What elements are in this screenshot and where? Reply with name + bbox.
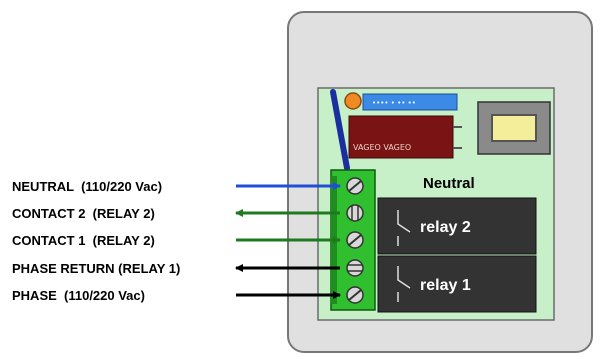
relay-1-label: relay 1 bbox=[420, 277, 471, 294]
label-contact-1: CONTACT 1 (RELAY 2) bbox=[12, 233, 155, 248]
label-contact-2: CONTACT 2 (RELAY 2) bbox=[12, 206, 155, 221]
terminal-screw-3 bbox=[346, 231, 364, 249]
relay-2-switch-icon bbox=[397, 210, 411, 246]
capacitor-text: VAGEO VAGEO bbox=[353, 143, 411, 152]
label-phase-return: PHASE RETURN (RELAY 1) bbox=[12, 261, 180, 276]
terminal-screw-1 bbox=[346, 177, 364, 195]
label-phase: PHASE (110/220 Vac) bbox=[12, 288, 145, 303]
blue-component-text: •••• • •• •• bbox=[372, 99, 416, 107]
potentiometer-icon bbox=[344, 92, 362, 110]
transformer-core bbox=[491, 114, 537, 142]
relay-1-switch-icon bbox=[397, 266, 411, 302]
label-neutral: NEUTRAL (110/220 Vac) bbox=[12, 179, 162, 194]
terminal-screw-5 bbox=[346, 286, 364, 304]
terminal-screw-2 bbox=[346, 204, 364, 222]
relay-2 bbox=[377, 197, 537, 255]
relay-2-label: relay 2 bbox=[420, 219, 471, 236]
antenna-wire bbox=[330, 89, 350, 171]
neutral-board-label: Neutral bbox=[423, 175, 475, 192]
capacitor bbox=[348, 115, 454, 159]
transformer bbox=[477, 101, 551, 155]
terminal-screw-4 bbox=[346, 259, 364, 277]
blue-component bbox=[362, 93, 458, 111]
